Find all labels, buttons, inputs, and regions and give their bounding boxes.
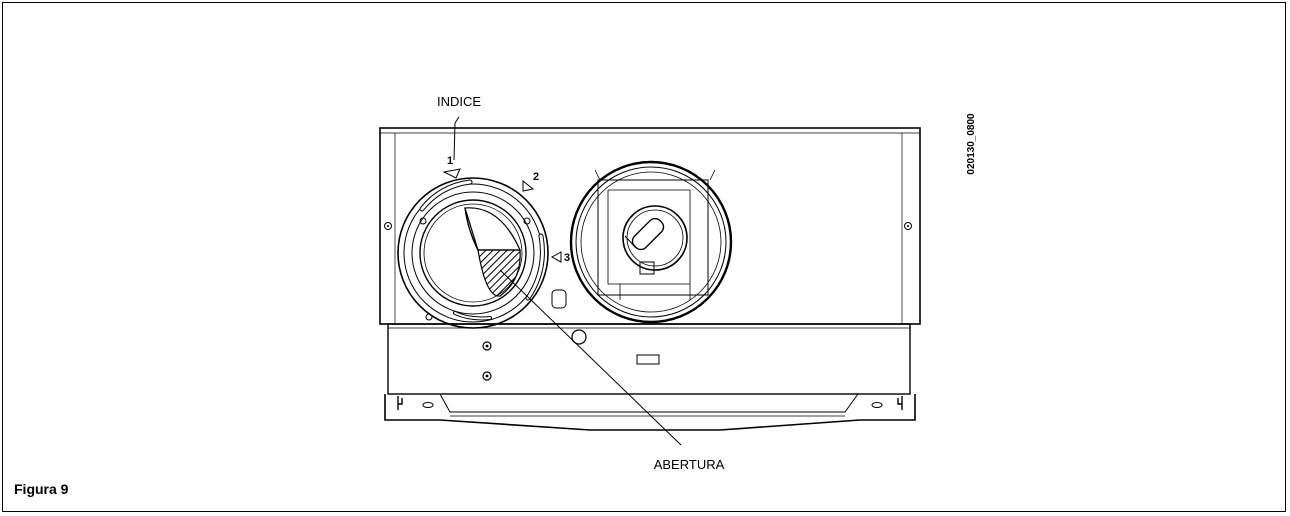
bolt-upper xyxy=(482,341,492,351)
bolt-lower xyxy=(482,371,492,381)
small-slot xyxy=(636,354,660,365)
air-opening xyxy=(477,249,521,297)
drawing-code: 020130_0800 xyxy=(966,113,977,175)
abertura-label: ABERTURA xyxy=(654,457,725,472)
indice-label: INDICE xyxy=(437,94,481,109)
abertura-leader xyxy=(499,269,682,446)
adjustment-dial xyxy=(397,177,549,329)
burner-port xyxy=(569,160,733,324)
housing-lower xyxy=(387,323,911,395)
svg-text:2: 2 xyxy=(533,171,539,183)
side-screw-left xyxy=(384,222,392,230)
small-plug xyxy=(551,289,567,309)
figure-caption: Figura 9 xyxy=(14,481,69,497)
dial-marks: 1 2 3 xyxy=(442,155,570,264)
svg-text:1: 1 xyxy=(447,155,453,167)
bottom-tray xyxy=(384,394,916,431)
indice-leader xyxy=(453,116,460,161)
side-screw-right xyxy=(904,222,912,230)
round-port xyxy=(571,329,587,345)
svg-text:3: 3 xyxy=(564,252,570,264)
